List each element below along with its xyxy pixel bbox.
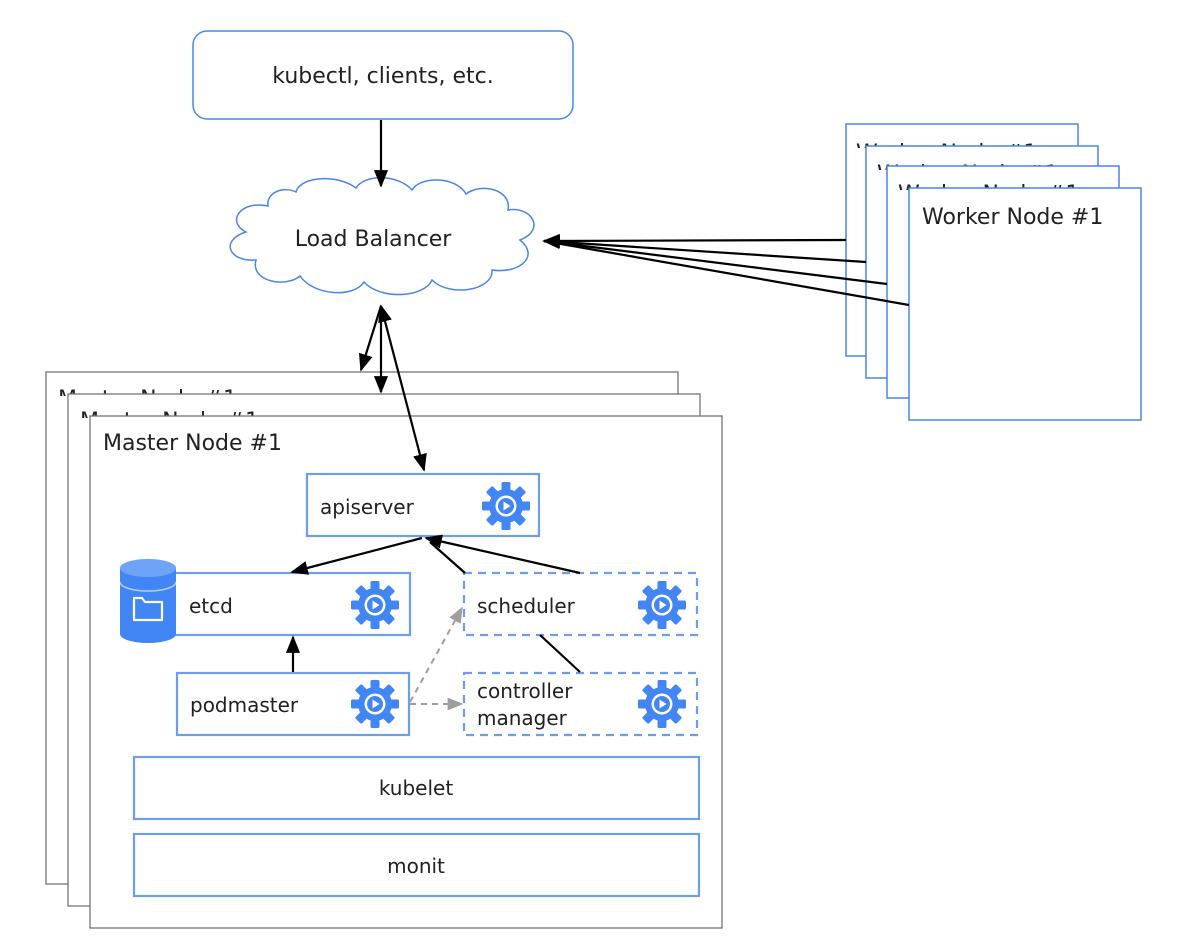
etcd-component: etcd (165, 571, 412, 637)
load-balancer-cloud: Load Balancer (229, 177, 535, 296)
kubelet-component: kubelet (132, 755, 701, 821)
scheduler-component: scheduler (462, 571, 699, 637)
scheduler-label: scheduler (477, 594, 576, 618)
lb-to-master-arrows (359, 304, 427, 472)
internal-connections (285, 534, 581, 673)
controller-manager-component: controller manager (462, 671, 699, 737)
worker-node-back-label-1: Worker Node #1 (856, 141, 1037, 166)
gear-play-icon (482, 482, 530, 530)
arrow-apiserver-to-etcd (290, 536, 423, 575)
etcd-label: etcd (189, 594, 233, 618)
worker-node-label: Worker Node #1 (922, 205, 1103, 230)
apiserver-label: apiserver (320, 495, 415, 519)
database-folder-icon (119, 559, 177, 643)
worker-node-card-front (908, 187, 1142, 421)
monit-label: monit (387, 854, 445, 878)
line-scheduler-to-apiserver-2 (429, 541, 466, 574)
line-scheduler-to-controller (539, 634, 581, 673)
load-balancer-label: Load Balancer (295, 227, 453, 252)
worker-node-back-label-3: Worker Node #1 (898, 182, 1079, 207)
master-node-label: Master Node #1 (103, 431, 282, 456)
worker-node-stack: Worker Node #1 Worker Node #1 Worker Nod… (845, 123, 1142, 421)
master-node-back-label-2: Master Node #1 (80, 409, 259, 434)
gear-play-icon (351, 581, 399, 629)
worker-to-lb-arrows (542, 233, 910, 307)
podmaster-label: podmaster (190, 693, 299, 717)
controller-manager-label-line2: manager (477, 706, 568, 730)
arrow-scheduler-to-apiserver (424, 534, 581, 575)
monit-component: monit (132, 832, 701, 898)
gear-play-icon (638, 581, 686, 629)
kubelet-label: kubelet (379, 776, 454, 800)
apiserver-component: apiserver (305, 472, 541, 538)
master-node-back-label-1: Master Node #1 (58, 387, 237, 412)
gear-play-icon (351, 680, 399, 728)
controller-manager-label-line1: controller (477, 679, 573, 703)
clients-box: kubectl, clients, etc. (192, 30, 574, 120)
gear-play-icon (638, 680, 686, 728)
arrow-podmaster-to-scheduler (409, 606, 463, 703)
podmaster-component: podmaster (175, 671, 411, 737)
dashed-connections (409, 606, 464, 711)
clients-label: kubectl, clients, etc. (272, 64, 493, 89)
